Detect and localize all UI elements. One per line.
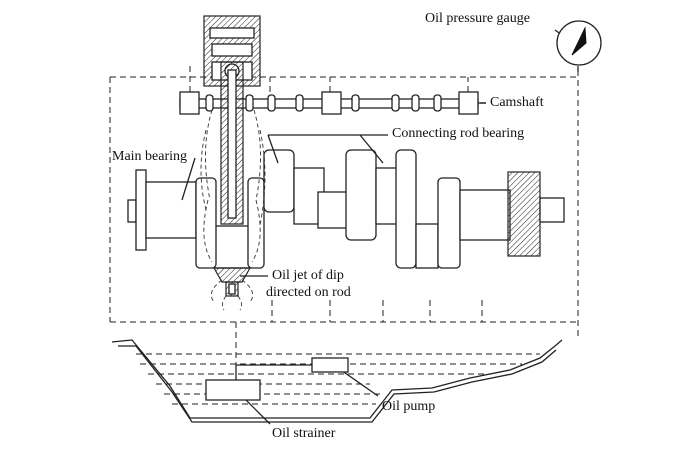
label-oil-pump: Oil pump [382, 399, 436, 414]
label-main-bearing: Main bearing [112, 149, 188, 164]
oil-pressure-gauge [554, 20, 602, 72]
label-oil-pressure-gauge: Oil pressure gauge [425, 11, 530, 26]
crankshaft [127, 149, 565, 269]
label-oil-jet-line2: directed on rod [266, 285, 351, 300]
oil-pump [235, 357, 349, 380]
oil-circuit-outline [109, 66, 579, 365]
oil-strainer [205, 379, 261, 401]
label-connecting-rod-bearing: Connecting rod bearing [392, 126, 525, 141]
oil-sump [111, 339, 563, 423]
camshaft [179, 91, 486, 115]
label-camshaft: Camshaft [490, 95, 544, 110]
connecting-rod [212, 61, 252, 297]
oil-splash [200, 109, 266, 311]
label-oil-jet-line1: Oil jet of dip [272, 268, 344, 283]
label-oil-strainer: Oil strainer [272, 426, 336, 441]
leader-lines [181, 102, 486, 425]
